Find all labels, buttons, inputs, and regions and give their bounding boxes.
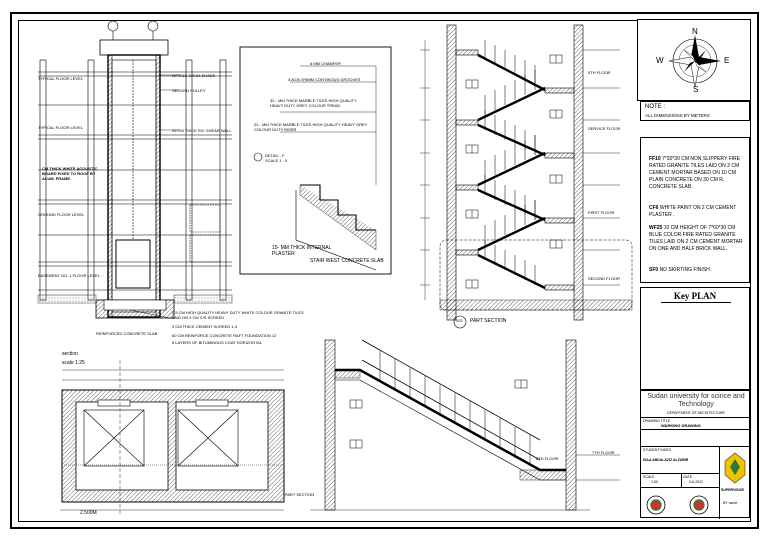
floor-second: SECOND FLOOR bbox=[588, 276, 621, 281]
compass-w: W bbox=[656, 56, 664, 65]
label-part-section: PART SECTION bbox=[470, 318, 507, 324]
detail-riser: 20 - MM THICK MARBLE TILES HIGH QUALITY … bbox=[254, 122, 368, 132]
title-block: Sudan university for scince and Technolo… bbox=[640, 390, 751, 519]
supervisor-label: SUPERVISOR bbox=[721, 488, 744, 492]
compass-s: S bbox=[693, 85, 699, 94]
compass-e: E bbox=[724, 56, 730, 65]
detail-chamfer: 6 MM CHAMFER bbox=[310, 61, 341, 66]
north-arrow-panel: N S E W bbox=[637, 19, 751, 101]
spec-wf25: WF25 10 CM HEIGHT OF 7*60*30 CM BLUE COL… bbox=[649, 225, 743, 252]
seal-logo-icon-2 bbox=[689, 495, 709, 515]
spec-sf0: SF0 NO SKIRTING FINISH . bbox=[649, 267, 713, 273]
label-shear-wall: 25 CM THICK R/C SHEAR WALL bbox=[172, 128, 232, 133]
label-drum: LIFTING DRUM SHADE bbox=[172, 73, 216, 78]
floor-seventh: 7TH FLOOR bbox=[592, 450, 615, 455]
drawing-frame bbox=[18, 20, 751, 522]
label-level: 2.500M bbox=[80, 510, 97, 516]
label-typical-floor: TYPICAL FLOOR LEVEL bbox=[38, 76, 83, 81]
key-plan-title: Key PLAN bbox=[673, 291, 717, 301]
stair-section bbox=[420, 24, 633, 329]
compass-icon bbox=[668, 35, 721, 88]
label-section-scale: scale 1:25 bbox=[62, 360, 85, 366]
university-name: Sudan university for scince and Technolo… bbox=[647, 393, 745, 408]
supervisor-name: BY name bbox=[723, 501, 738, 505]
specs-panel: FF10 7*30*30 CM NON SLIPPERY FIRE RATED … bbox=[640, 137, 750, 283]
floor-first: FIRST FLOOR bbox=[588, 210, 615, 215]
stair-detail-f bbox=[239, 46, 392, 275]
detail-plaster: 15- MM THICK INTERNAL PLASTER bbox=[272, 245, 332, 257]
seal-logo-icon-1 bbox=[646, 495, 666, 515]
part-section-stair bbox=[310, 339, 620, 511]
label-roof-note: CM THICK WHITE ACOUSTIC BOARD FIXED TO R… bbox=[42, 166, 98, 181]
detail-tread: 30 - MM THICK MARBLE TILES HIGH QUALITY … bbox=[270, 98, 357, 108]
key-plan-panel: Key PLAN bbox=[640, 287, 750, 390]
note-panel: NOTE : ALL DIMENSIONS BY METERS bbox=[640, 101, 750, 121]
lift-floor-slabs bbox=[38, 71, 232, 291]
drawing-label: DRAWING TITLE bbox=[643, 419, 671, 423]
lift-plan bbox=[60, 360, 285, 515]
logos bbox=[646, 452, 746, 515]
machine-room bbox=[99, 39, 169, 56]
detail-tag: DETAIL - F bbox=[265, 153, 285, 158]
section-tag-icon bbox=[453, 315, 467, 329]
label-section-tag: SS2 bbox=[456, 319, 463, 323]
floor-fifth: 5TH FLOOR bbox=[588, 70, 611, 75]
scale-value: 1:50 bbox=[651, 480, 658, 484]
date-value: 9-5-2022 bbox=[689, 480, 704, 484]
label-floor-finish: 0 5 CM HIGH QUALITY HEAVY DUTY WHITE COL… bbox=[172, 310, 304, 320]
spec-ff10: FF10 7*30*30 CM NON SLIPPERY FIRE RATED … bbox=[649, 156, 740, 190]
label-section: section bbox=[62, 351, 78, 357]
floor-service: SERVICE FLOOR bbox=[588, 126, 621, 131]
label-part-section-2: PART SECTION bbox=[285, 492, 315, 497]
lift-car bbox=[115, 239, 151, 289]
label-coat: 5 LAYERS OF BITUMINOUS COAT HORIZONTAL bbox=[172, 340, 263, 345]
scale-label: SCALE bbox=[643, 475, 655, 479]
note-title: NOTE : bbox=[645, 104, 666, 110]
student-label: STUDENT INDEX bbox=[643, 448, 672, 452]
detail-scale: SCALE 1 : 5 bbox=[265, 158, 288, 163]
lift-drum-icon bbox=[107, 20, 119, 32]
detail-tag-icon bbox=[253, 152, 263, 162]
label-cement: 3 CM THICK CEMENT SCREED 1:3 bbox=[172, 324, 237, 329]
label-basement: BASEMENT NO. 1 FLOOR LEVEL bbox=[38, 273, 100, 278]
label-pulley: SECOND PULLEY bbox=[172, 88, 206, 93]
label-typical-floor-2: TYPICAL FLOOR LEVEL bbox=[38, 125, 83, 130]
detail-slab: STAIR WEST CONCRETE SLAB bbox=[310, 258, 384, 264]
detail-grooves: 3-NOS 5*5MM CONTINOUS GROOVES bbox=[288, 77, 361, 82]
label-ground-floor: GROUND FLOOR LEVEL bbox=[38, 212, 85, 217]
university-logo-icon bbox=[724, 452, 746, 484]
student-name: ISAA ABDALAZIZ ALZUBIR bbox=[643, 458, 689, 462]
compass-n: N bbox=[692, 27, 698, 36]
label-raft: 60 CM REINFORCE CONCRETE RAFT FOUNDATION… bbox=[172, 333, 277, 338]
drawing-type: WARKING DRAWING bbox=[661, 423, 701, 428]
department: DEPARTMENT OF ARCHITECTURE bbox=[667, 411, 725, 415]
lift-shaft-section bbox=[37, 20, 233, 319]
note-text: ALL DIMENSIONS BY METERS bbox=[645, 113, 710, 118]
label-reinforced: REINFORCED CONCRETE SLAB bbox=[96, 331, 158, 336]
spec-cf6: CF6 WHITE PAINT ON 2 CM CEMENT PLASTER . bbox=[649, 205, 737, 218]
date-label: DATE bbox=[683, 475, 693, 479]
floor-sixth: 6TH FLOOR bbox=[536, 456, 559, 461]
